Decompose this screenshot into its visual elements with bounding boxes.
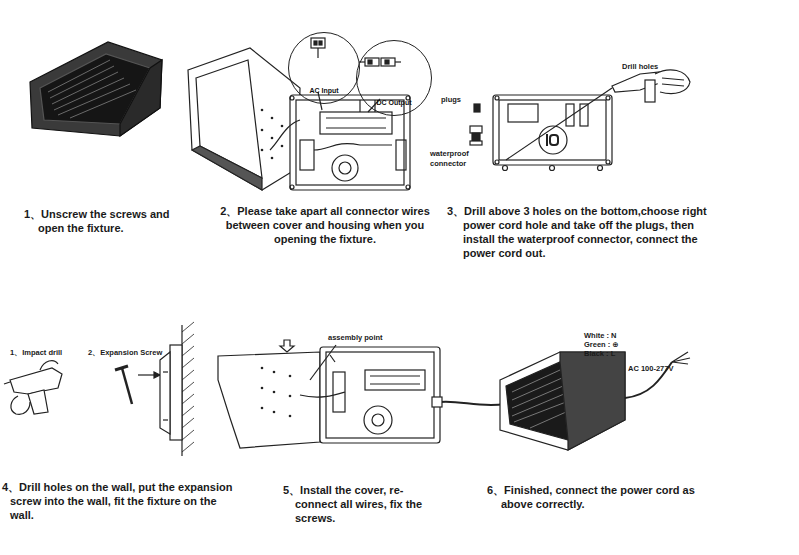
step-text: 1、Unscrew the screws and open the fixtur…: [24, 208, 180, 236]
tool-label: 2、Expansion Screw: [88, 348, 162, 358]
voltage-label: AC 100-277V: [628, 364, 673, 374]
step-text: 5、Install the cover, re-connect all wire…: [283, 484, 427, 526]
step-text: 2、Please take apart all connector wires …: [216, 205, 434, 247]
callout-text: DC Output: [357, 99, 431, 106]
tool-label: 1、Impact drill: [10, 348, 62, 358]
cover-install: [218, 340, 505, 448]
wall-pack-closed: [30, 42, 162, 136]
part-label: Drill holes: [622, 62, 658, 72]
step-text: 3、Drill above 3 holes on the bottom,choo…: [447, 205, 721, 261]
step-text: 6、Finished, connect the power cord as ab…: [487, 484, 716, 512]
part-label: waterproof connector: [430, 149, 486, 168]
step-text: 4、Drill holes on the wall, put the expan…: [2, 481, 238, 523]
fixture-opened: [188, 38, 410, 190]
callout-circle: DC Output: [356, 40, 432, 116]
part-label: assembly point: [328, 333, 383, 343]
wall-pack-finished: [500, 352, 690, 450]
housing-drilling: [470, 70, 690, 171]
callout-text: AC Input: [289, 87, 359, 94]
wire-label: White : N: [584, 331, 617, 341]
part-label: plugs: [441, 95, 461, 105]
callout-circle: AC Input: [288, 32, 360, 104]
wire-label: Green : ⊕: [584, 340, 619, 350]
wire-label: Black : L: [584, 349, 615, 359]
wall-mounting: [4, 322, 194, 456]
